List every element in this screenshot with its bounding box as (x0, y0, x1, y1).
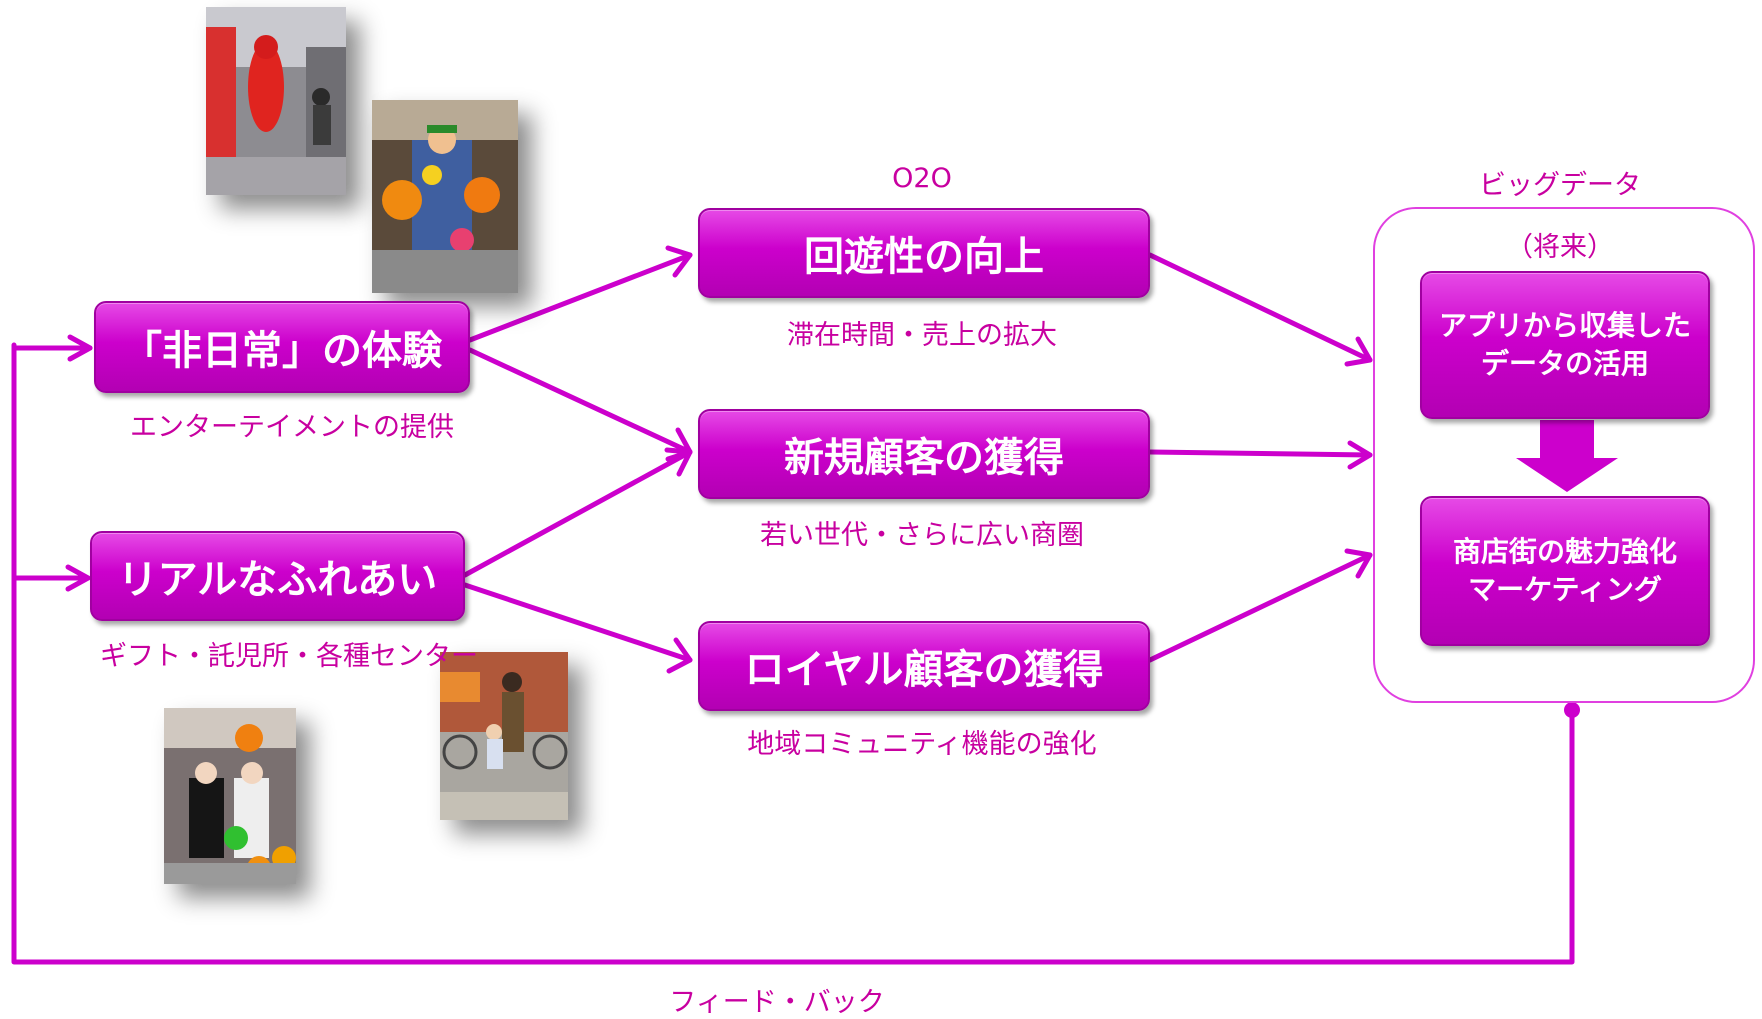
marketing-line2: マーケティング (1468, 573, 1662, 606)
marketing-line1: 商店街の魅力強化 (1452, 535, 1677, 568)
new-customers-box: 新規顧客の獲得 (698, 409, 1150, 499)
arrow-experience-to-circulation (467, 252, 693, 343)
arrow-contact-to-new-customers (462, 449, 693, 578)
app-data-box: アプリから収集した データの活用 (1420, 271, 1710, 419)
new-customers-title: 新規顧客の獲得 (784, 435, 1064, 481)
loyal-customers-title: ロイヤル顧客の獲得 (744, 647, 1104, 693)
circulation-title: 回遊性の向上 (804, 234, 1044, 280)
feedback-loop-line (11, 342, 1575, 965)
app-data-line2: データの活用 (1480, 347, 1649, 380)
circulation-box: 回遊性の向上 (698, 208, 1150, 298)
feedback-label: フィード・バック (669, 987, 885, 1018)
experience-title: 「非日常」の体験 (122, 328, 442, 374)
feedback-origin-dot (1564, 702, 1580, 718)
contact-title: リアルなふれあい (117, 557, 438, 603)
loyal-customers-box: ロイヤル顧客の獲得 (698, 621, 1150, 711)
bigdata-heading: ビッグデータ (1479, 170, 1641, 201)
experience-box: 「非日常」の体験 (94, 301, 470, 393)
photo-family (440, 652, 568, 820)
arrow-loyal-to-bigdata (1147, 552, 1373, 663)
photo-costume-maids (164, 708, 296, 884)
circulation-caption: 滞在時間・売上の拡大 (787, 320, 1057, 351)
new-customers-caption: 若い世代・さらに広い商圏 (760, 520, 1084, 551)
app-data-line1: アプリから収集した (1438, 309, 1691, 342)
marketing-box: 商店街の魅力強化 マーケティング (1420, 496, 1710, 646)
experience-caption: エンターテイメントの提供 (130, 412, 454, 443)
arrow-experience-to-new-customers (467, 347, 693, 455)
arrow-new-to-bigdata (1147, 449, 1373, 458)
contact-caption: ギフト・託児所・各種センター (100, 641, 478, 672)
loyal-customers-caption: 地域コミュニティ機能の強化 (747, 729, 1097, 760)
photo-costume-group (372, 100, 518, 293)
arrow-contact-to-loyal-customers (462, 582, 693, 663)
photo-costume-red (206, 7, 346, 195)
bigdata-subheading: （将来） (1506, 232, 1614, 263)
down-arrow-icon (1516, 420, 1618, 492)
o2o-heading: O2O (892, 163, 952, 194)
contact-box: リアルなふれあい (90, 531, 465, 621)
bigdata-container (1373, 207, 1755, 703)
arrow-circulation-to-bigdata (1147, 252, 1373, 363)
